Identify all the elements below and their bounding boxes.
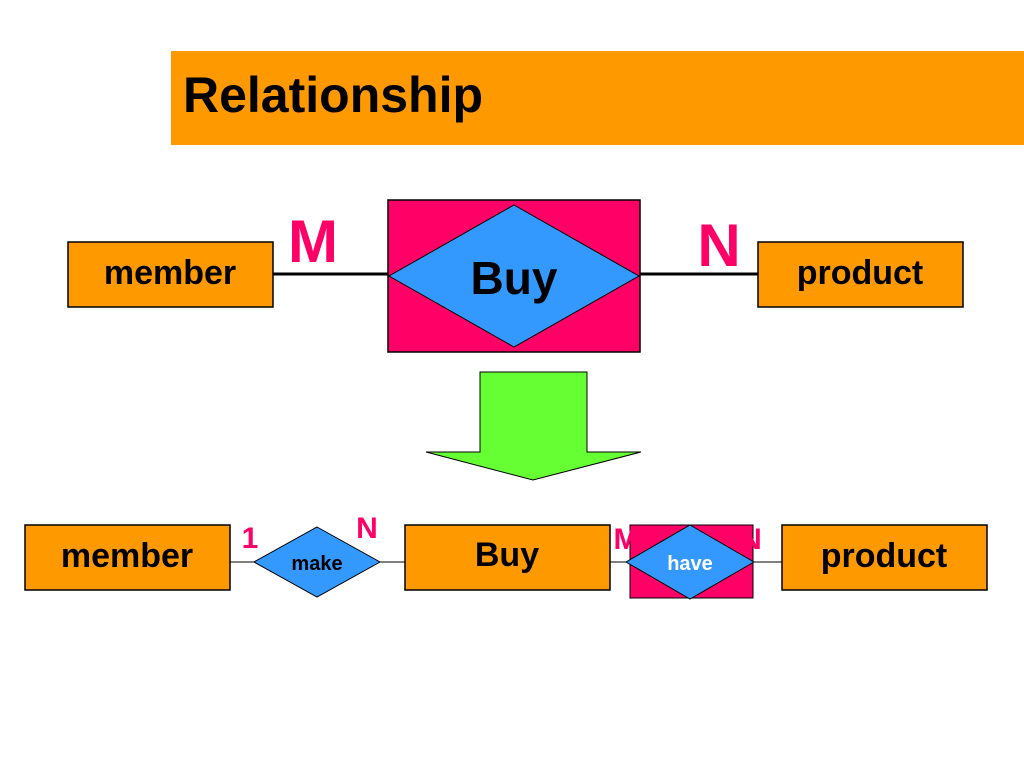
slide-title: Relationship [183,67,484,123]
bottom-entity-member: member [24,524,231,591]
down-arrow-icon [425,371,642,481]
bottom-entity-buy: Buy [404,524,611,591]
top-relationship-buy: Buy [387,199,641,353]
bottom-cardinality-m: M [614,523,639,556]
top-entity-member-label: member [104,254,236,292]
make-label: make [291,553,342,575]
top-relationship-diamond [387,204,641,348]
bottom-entity-product-label: product [821,537,948,575]
top-entity-product-label: product [797,254,924,292]
top-entity-product: product [757,241,964,308]
have-label: have [667,553,713,575]
bottom-relationship-have: have [625,524,755,600]
bottom-cardinality-1: 1 [242,522,259,555]
top-relationship-label: Buy [471,252,558,304]
top-cardinality-m: M [288,208,338,275]
make-diamond [252,526,382,598]
have-diamond [625,524,755,600]
bottom-entity-buy-label: Buy [475,536,539,574]
top-cardinality-n: N [697,212,740,279]
bottom-entity-product: product [781,524,988,591]
title-bar: Relationship [171,51,1024,145]
bottom-cardinality-n-left: N [356,512,378,545]
bottom-entity-member-label: member [61,537,193,575]
bottom-relationship-make: make [252,526,382,598]
top-entity-member: member [67,241,274,308]
bottom-cardinality-n-right: N [740,523,762,556]
